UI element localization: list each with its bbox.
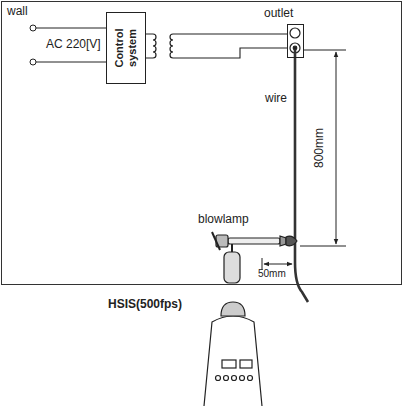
control-box: Control system bbox=[106, 12, 146, 84]
region-label: wall bbox=[7, 5, 28, 19]
camera-figure bbox=[204, 302, 262, 406]
transformer-connection bbox=[146, 34, 287, 58]
part-name: blowlamp bbox=[198, 213, 249, 227]
dimension-800 bbox=[300, 50, 346, 246]
supply-label: AC 220[V] bbox=[46, 38, 101, 52]
outlet-sockets bbox=[290, 28, 300, 53]
box-title: Control system bbox=[113, 17, 138, 79]
dimension-label: 800mm bbox=[313, 128, 327, 168]
device-label: HSIS(500fps) bbox=[108, 298, 182, 312]
region-label: outlet bbox=[264, 7, 293, 21]
transformer-symbol bbox=[153, 34, 173, 58]
wire bbox=[295, 50, 308, 302]
dimension-label: 50mm bbox=[258, 268, 286, 280]
blowlamp-figure bbox=[212, 232, 297, 283]
ac-terminals bbox=[30, 25, 106, 65]
part-name: wire bbox=[265, 92, 287, 106]
outlet-box: outlet bbox=[287, 24, 304, 58]
